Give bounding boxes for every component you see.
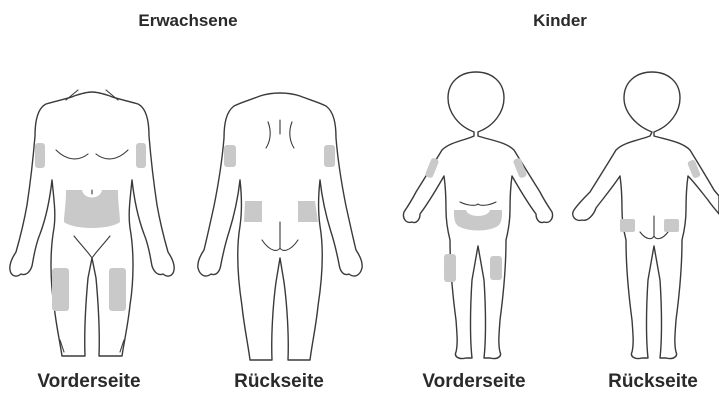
adult-front-label: Vorderseite (4, 371, 174, 393)
adult-back-left-hip-zone (244, 201, 262, 222)
adult-back-label: Rückseite (194, 371, 364, 393)
adult-back-figure (198, 93, 362, 360)
adult-front-left-thigh-zone (52, 268, 69, 311)
adult-back-left-arm-zone (224, 145, 236, 167)
child-front-left-thigh-zone (444, 254, 456, 282)
child-back-right-hip-zone (664, 219, 679, 232)
adult-front-left-arm-zone (35, 143, 45, 168)
adult-front-right-arm-zone (136, 143, 146, 168)
adult-front-figure (10, 90, 174, 356)
child-front-figure (403, 72, 552, 359)
child-back-label: Rückseite (568, 371, 719, 393)
child-back-figure (573, 72, 719, 359)
adult-front-right-thigh-zone (109, 268, 126, 311)
adult-back-right-hip-zone (298, 201, 318, 222)
child-front-right-thigh-zone (490, 256, 502, 280)
child-back-left-hip-zone (620, 219, 635, 232)
child-front-label: Vorderseite (389, 371, 559, 393)
adult-back-right-arm-zone (324, 145, 335, 167)
